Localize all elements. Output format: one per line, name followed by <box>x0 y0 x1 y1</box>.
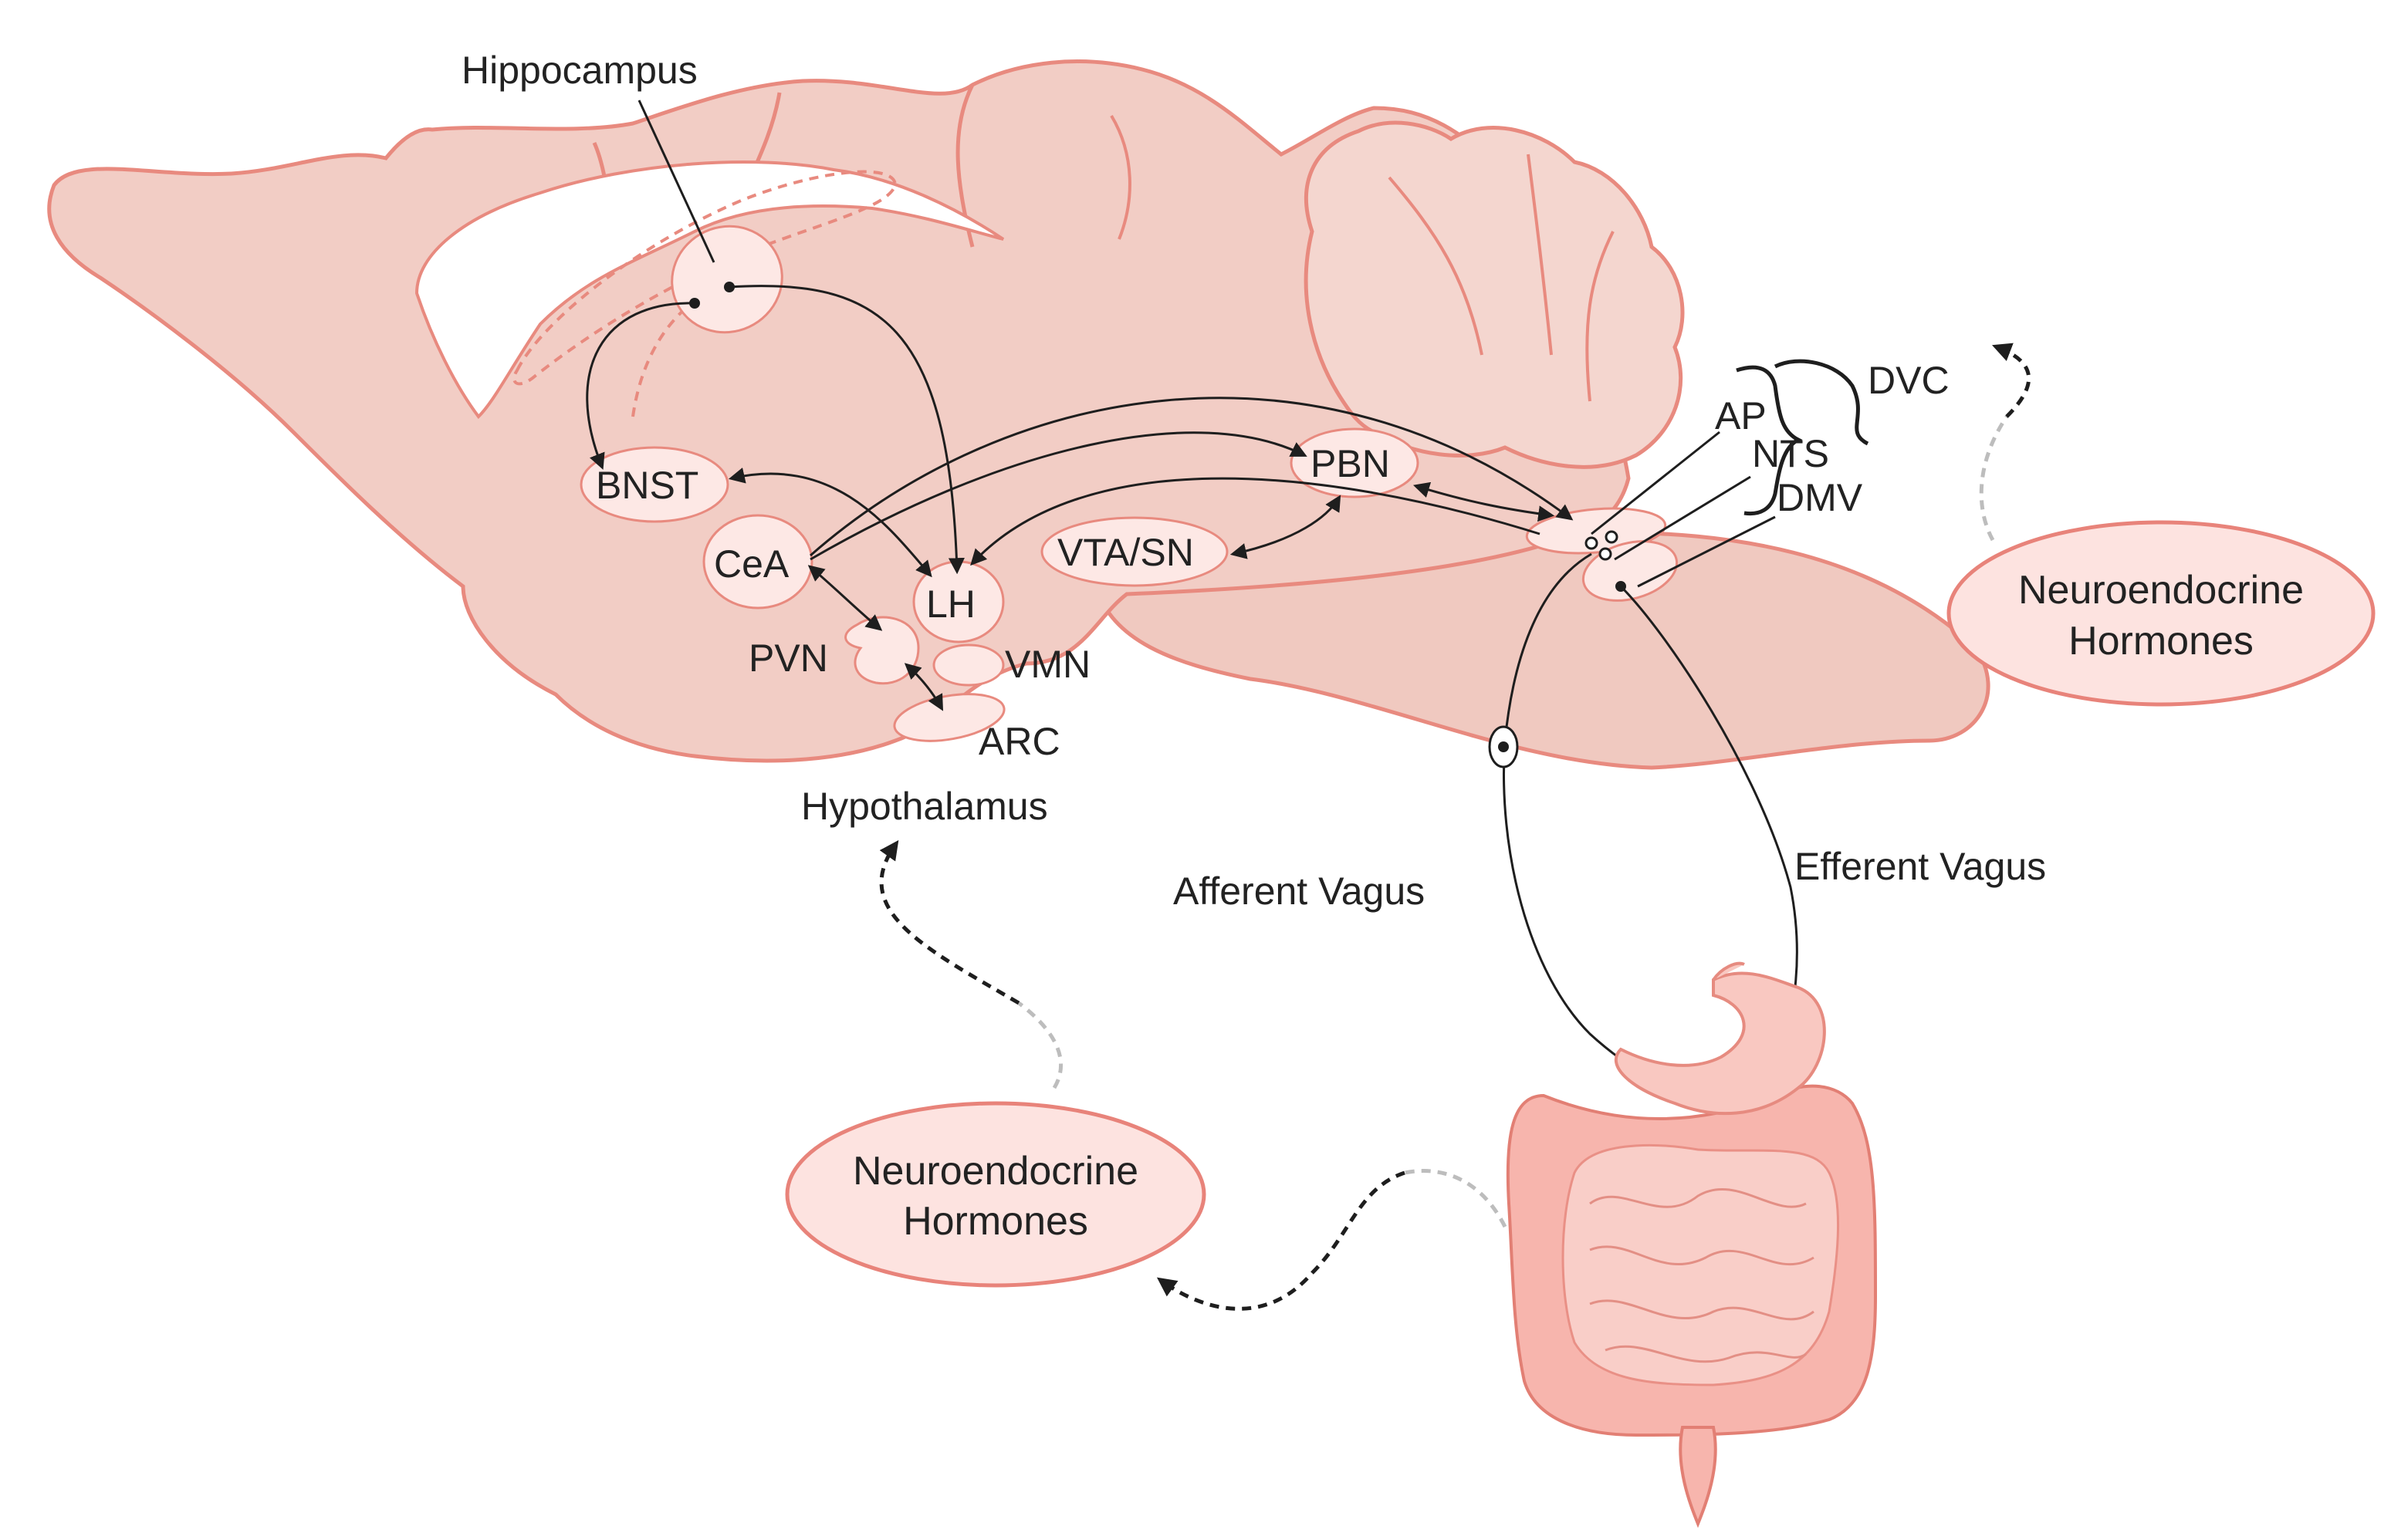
cerebellar-fold-2 <box>1527 154 1553 356</box>
neural-connections <box>586 282 1869 711</box>
hippocampal-formation <box>512 170 898 386</box>
hormone-path-right-fade <box>1979 415 2009 542</box>
hormones-right-line1: Neuroendocrine <box>2018 568 2304 613</box>
dvc-brace-top <box>1774 359 1869 446</box>
hormones-left-line1: Neuroendocrine <box>853 1149 1138 1194</box>
dvc-brace <box>1736 365 1803 516</box>
dvc-label: DVC <box>1868 359 1950 402</box>
ap-synapse-icon <box>1584 536 1598 550</box>
neuroendocrine-hormones-left <box>785 1101 1206 1288</box>
hormones-right-line2: Hormones <box>2068 619 2254 664</box>
arc-label: ARC <box>979 720 1060 763</box>
small-intestine <box>1561 1143 1840 1386</box>
esophagus <box>1712 961 1745 981</box>
gut-illustration <box>1506 961 1878 1528</box>
labels: Hippocampus BNST CeA LH PVN VMN ARC Hypo… <box>462 49 2304 1244</box>
hormone-arrow-to-hypothalamus <box>879 839 1020 1005</box>
cea-to-pvn <box>807 565 883 631</box>
dmv-label: DMV <box>1777 476 1863 519</box>
nts-synapse-icon <box>1605 530 1618 544</box>
bnst-label: BNST <box>596 464 698 507</box>
brain-illustration <box>47 59 1990 770</box>
gut-hormone-arrow <box>1156 1170 1405 1311</box>
pvn-label: PVN <box>749 637 828 680</box>
bnst-nucleus <box>580 446 729 523</box>
hippocampus-leader <box>637 100 715 263</box>
vmn-nucleus <box>932 643 1005 687</box>
ap-leader <box>1591 431 1720 535</box>
hippocampus-to-bnst <box>586 302 695 470</box>
corpus-callosum <box>414 160 1005 420</box>
vta-pbn <box>1229 495 1341 559</box>
neuroendocrine-hormones-right <box>1946 520 2376 707</box>
pbn-label: PBN <box>1310 442 1390 485</box>
pbn-dvc <box>1412 481 1555 522</box>
pbn-nucleus <box>1290 427 1419 498</box>
hippocampus-to-lh <box>729 285 965 575</box>
cerebellar-fold-3 <box>1585 231 1615 402</box>
gut-hormone-path-fade <box>1404 1169 1507 1228</box>
dmv-leader <box>1637 515 1776 588</box>
nts-leader <box>1614 475 1751 561</box>
intestinal-coils <box>1589 1187 1814 1363</box>
sulcus-4 <box>1110 114 1131 240</box>
efferent-vagus-label: Efferent Vagus <box>1794 845 2046 888</box>
stomach <box>1615 971 1826 1116</box>
vta-sn-nucleus <box>1040 516 1229 587</box>
vta-sn-label: VTA/SN <box>1057 531 1194 574</box>
rectum <box>1679 1426 1717 1528</box>
cea-to-dvc <box>810 397 1574 557</box>
cerebellar-fold-1 <box>1388 176 1483 356</box>
hormone-path-left-fade <box>1017 1001 1064 1089</box>
hormone-arrow-to-dvc <box>1992 343 2031 418</box>
ap-label: AP <box>1715 394 1767 437</box>
synapse-icon <box>1598 547 1612 561</box>
afferent-vagus-label: Afferent Vagus <box>1173 870 1425 913</box>
hippocampus-label: Hippocampus <box>462 49 698 92</box>
brain-nuclei <box>580 225 1679 742</box>
vmn-label: VMN <box>1005 643 1091 686</box>
hormones-left-line2: Hormones <box>903 1199 1088 1244</box>
nts-label: NTS <box>1752 432 1829 475</box>
pvn-nucleus <box>844 616 920 685</box>
ganglion-cell-dot <box>1498 741 1509 752</box>
pvn-to-arc <box>904 663 944 711</box>
hypothalamus-label: Hypothalamus <box>801 785 1048 828</box>
cea-label: CeA <box>714 542 790 586</box>
lh-label: LH <box>926 583 976 626</box>
bnst-lh <box>728 468 932 578</box>
cea-to-pbn <box>810 431 1307 561</box>
